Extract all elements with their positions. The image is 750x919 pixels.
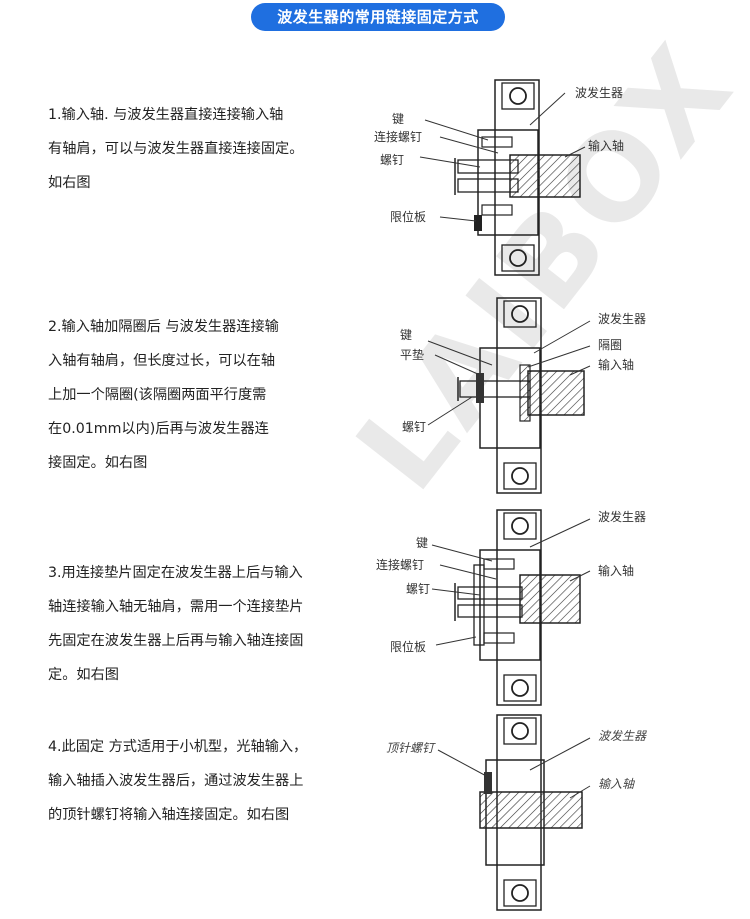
d4-label-generator: 波发生器 [598, 729, 647, 743]
d2-label-flat-washer: 平垫 [400, 347, 424, 362]
section-3-line-4: 定。如右图 [48, 667, 119, 683]
page-title: 波发生器的常用链接固定方式 [251, 3, 505, 31]
section-4-line-3: 的顶针螺钉将输入轴连接固定。如右图 [48, 807, 290, 823]
diagram-1: 波发生器 键 连接螺钉 螺钉 输入轴 限位板 [374, 79, 624, 276]
diagram-2: 键 平垫 螺钉 波发生器 隔圈 输入轴 [400, 297, 646, 494]
section-1-line-2: 有轴肩，可以与波发生器直接连接固定。 [48, 141, 304, 157]
section-2-line-2: 入轴有轴肩，但长度过长，可以在轴 [48, 353, 276, 369]
d2-label-key: 键 [400, 328, 412, 342]
d1-label-connect-screw: 连接螺钉 [374, 129, 422, 144]
d3-label-limit-plate: 限位板 [390, 639, 426, 654]
section-4-text: 4.此固定 方式适用于小机型，光轴输入， 输入轴插入波发生器后，通过波发生器上 … [48, 730, 307, 832]
d3-label-input-shaft: 输入轴 [598, 563, 634, 578]
section-3-line-3: 先固定在波发生器上后再与输入轴连接固 [48, 633, 304, 649]
section-1-line-1: 1.输入轴. 与波发生器直接连接输入轴 [48, 107, 284, 123]
diagram-4: 顶针螺钉 波发生器 输入轴 [386, 714, 647, 911]
d4-label-input-shaft: 输入轴 [598, 777, 636, 791]
d3-label-screw: 螺钉 [406, 582, 430, 596]
d2-label-screw: 螺钉 [402, 420, 426, 434]
d3-label-generator: 波发生器 [598, 509, 646, 524]
d4-label-set-screw: 顶针螺钉 [386, 741, 436, 755]
section-4-line-1: 4.此固定 方式适用于小机型，光轴输入， [48, 739, 308, 755]
d2-label-generator: 波发生器 [598, 311, 646, 326]
d2-label-input-shaft: 输入轴 [598, 357, 634, 372]
section-3-line-1: 3.用连接垫片固定在波发生器上后与输入 [48, 565, 303, 581]
section-2-line-4: 在0.01mm以内)后再与波发生器连 [48, 421, 269, 437]
section-3-text: 3.用连接垫片固定在波发生器上后与输入 轴连接输入轴无轴肩，需用一个连接垫片 先… [48, 556, 303, 692]
diagram-3: 键 连接螺钉 螺钉 限位板 波发生器 输入轴 [376, 509, 646, 706]
section-2-line-1: 2.输入轴加隔圈后 与波发生器连接输 [48, 319, 279, 335]
d1-label-key: 键 [392, 112, 404, 126]
d1-label-generator: 波发生器 [575, 85, 623, 100]
section-2-line-3: 上加一个隔圈(该隔圈两面平行度需 [48, 387, 267, 403]
d1-label-limit-plate: 限位板 [390, 209, 426, 224]
section-2-line-5: 接固定。如右图 [48, 455, 148, 471]
d1-label-screw: 螺钉 [380, 153, 404, 167]
section-4-line-2: 输入轴插入波发生器后，通过波发生器上 [48, 773, 304, 789]
section-2-text: 2.输入轴加隔圈后 与波发生器连接输 入轴有轴肩，但长度过长，可以在轴 上加一个… [48, 310, 279, 480]
section-3-line-2: 轴连接输入轴无轴肩，需用一个连接垫片 [48, 599, 304, 615]
section-1-line-3: 如右图 [48, 175, 91, 191]
d2-label-spacer: 隔圈 [598, 338, 622, 352]
d3-label-connect-screw: 连接螺钉 [376, 557, 424, 572]
d1-label-input-shaft: 输入轴 [588, 138, 624, 153]
d3-label-key: 键 [416, 536, 428, 550]
section-1-text: 1.输入轴. 与波发生器直接连接输入轴 有轴肩，可以与波发生器直接连接固定。 如… [48, 98, 303, 200]
